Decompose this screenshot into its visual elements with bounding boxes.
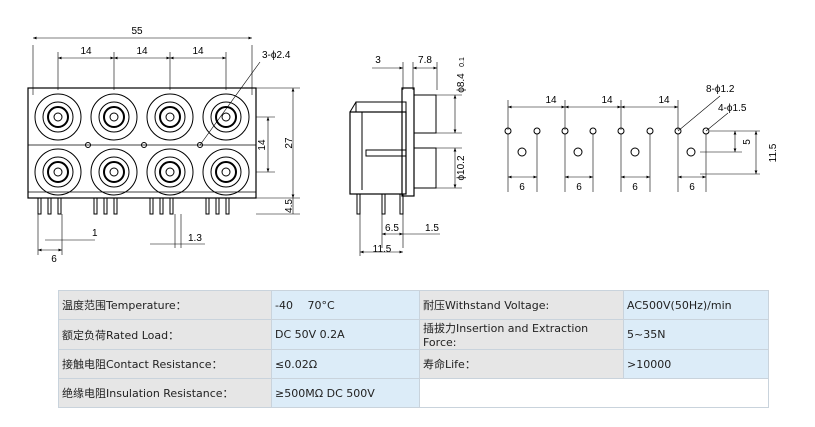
dim-side-1-5: 1.5 xyxy=(425,223,439,234)
dim-front-pin-thickness: 1.3 xyxy=(188,233,202,244)
spec-label-insertion-force: 插拔力Insertion and Extraction Force: xyxy=(419,319,624,350)
pcb-layout xyxy=(504,95,760,192)
spec-value-insulation-resistance: ≥500MΩ DC 500V xyxy=(271,378,420,408)
dim-front-row-pitch: 14 xyxy=(257,139,268,151)
spec-label-rated-load: 额定负荷Rated Load： xyxy=(58,319,272,350)
dim-side-7-8: 7.8 xyxy=(418,55,432,66)
dim-side-top-diameter: ϕ8.4 xyxy=(456,73,467,93)
spec-label-contact-resistance: 接触电阻Contact Resistance： xyxy=(58,349,272,379)
dim-pcb-pitch-1: 14 xyxy=(545,95,557,106)
spec-label-withstand-voltage: 耐压Withstand Voltage: xyxy=(419,290,624,320)
jack-bottom-1 xyxy=(34,148,82,196)
spec-row: 接触电阻Contact Resistance： ≤0.02Ω 寿命Life： >… xyxy=(58,349,769,379)
spec-row: 温度范围Temperature： -40 70°C 耐压Withstand Vo… xyxy=(58,290,769,320)
jack-bottom-4 xyxy=(202,148,250,196)
spec-value-temperature: -40 70°C xyxy=(271,290,420,320)
dim-front-height: 27 xyxy=(284,137,295,149)
spec-row: 绝缘电阻Insulation Resistance： ≥500MΩ DC 500… xyxy=(58,378,769,408)
dim-pcb-hole-gap-2: 6 xyxy=(576,182,582,193)
dim-side-3: 3 xyxy=(375,55,381,66)
spec-label-insulation-resistance: 绝缘电阻Insulation Resistance： xyxy=(58,378,272,408)
dim-front-pin-pitch: 6 xyxy=(51,254,57,265)
spec-label-temperature: 温度范围Temperature： xyxy=(58,290,272,320)
dim-side-bottom-diameter: ϕ10.2 xyxy=(456,155,467,181)
label-small-holes: 8-ϕ1.2 xyxy=(706,84,735,95)
dim-front-pitch-2: 14 xyxy=(136,46,148,57)
dim-front-width: 55 xyxy=(131,26,143,37)
spec-value-insertion-force: 5~35N xyxy=(623,319,769,350)
label-mount-holes: 3-ϕ2.4 xyxy=(262,50,291,61)
dim-pcb-hole-gap-3: 6 xyxy=(632,182,638,193)
dim-pcb-row-span: 11.5 xyxy=(768,143,779,162)
side-view xyxy=(349,62,462,256)
dim-front-pitch-3: 14 xyxy=(192,46,204,57)
technical-drawing: 55 14 14 14 3-ϕ2.4 14 27 4.5 1 6 1.3 xyxy=(27,26,779,265)
spec-value-rated-load: DC 50V 0.2A xyxy=(271,319,420,350)
jack-top-2 xyxy=(90,93,138,141)
dim-front-pin-offset: 1 xyxy=(92,228,98,239)
dim-pcb-pitch-2: 14 xyxy=(601,95,613,106)
dim-side-top-tolerance: 0.1 xyxy=(459,57,466,67)
spec-value-life: >10000 xyxy=(623,349,769,379)
spec-empty-cell xyxy=(419,378,769,408)
spec-row: 额定负荷Rated Load： DC 50V 0.2A 插拔力Insertion… xyxy=(58,319,769,350)
dim-side-depth: 11.5 xyxy=(373,244,392,255)
spec-table: 温度范围Temperature： -40 70°C 耐压Withstand Vo… xyxy=(58,290,769,408)
pcb-layout-labels: 14 14 14 8-ϕ1.2 4-ϕ1.5 5 11.5 6 6 6 6 xyxy=(519,84,779,193)
dim-pcb-row-gap: 5 xyxy=(742,139,753,145)
dim-pcb-hole-gap-1: 6 xyxy=(519,182,525,193)
jack-bottom-3 xyxy=(146,148,194,196)
front-pins xyxy=(37,197,230,215)
side-view-labels: 3 7.8 ϕ8.4 0.1 ϕ10.2 6.5 1.5 11.5 xyxy=(373,55,467,255)
jack-top-4 xyxy=(202,93,250,141)
dim-side-6-5: 6.5 xyxy=(385,223,399,234)
jack-bottom-2 xyxy=(90,148,138,196)
spec-label-life: 寿命Life： xyxy=(419,349,624,379)
front-view xyxy=(27,36,300,255)
front-view-labels: 55 14 14 14 3-ϕ2.4 14 27 4.5 1 6 1.3 xyxy=(51,26,295,265)
dim-front-pin-length: 4.5 xyxy=(284,199,295,213)
dim-front-pitch-1: 14 xyxy=(80,46,92,57)
spec-value-withstand-voltage: AC500V(50Hz)/min xyxy=(623,290,769,320)
dim-pcb-hole-gap-4: 6 xyxy=(689,182,695,193)
jack-top-3 xyxy=(146,93,194,141)
jack-top-1 xyxy=(34,93,82,141)
spec-value-contact-resistance: ≤0.02Ω xyxy=(271,349,420,379)
label-large-holes: 4-ϕ1.5 xyxy=(718,103,747,114)
dim-pcb-pitch-3: 14 xyxy=(658,95,670,106)
